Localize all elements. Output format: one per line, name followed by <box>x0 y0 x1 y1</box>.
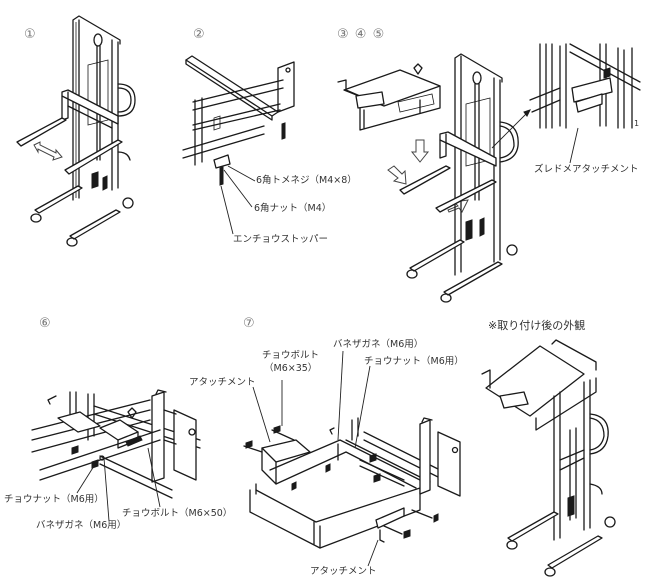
label-wing-bolt-m6x35-line2: （M6×35） <box>264 363 318 374</box>
after-install-note: ※取り付け後の外観 <box>488 319 586 332</box>
step-2-leader-lines <box>221 166 255 234</box>
slip-stop-leader-line <box>570 128 578 163</box>
label-wing-bolt-m6x35-line1: チョウボルト <box>262 350 320 361</box>
label-spring-washer-m6-step7: バネザガネ（M6用） <box>333 339 424 350</box>
step-7-leader-lines <box>253 351 378 566</box>
label-wing-nut-m6-step6: チョウナット（M6用） <box>4 494 104 505</box>
svg-text:1: 1 <box>634 119 639 128</box>
step-1-marker: ① <box>24 27 37 42</box>
stacker-lift-figure-1 <box>17 16 135 246</box>
stacker-with-attachment <box>482 340 615 576</box>
fork-frame-closeup <box>183 56 294 185</box>
label-spring-washer-m6-step6: バネザガネ（M6用） <box>36 520 127 531</box>
step-345-marker: ③ ④ ⑤ <box>337 27 386 42</box>
label-slip-stop-attachment: ズレドメアタッチメント <box>534 164 639 175</box>
attachment-mount-closeup <box>32 390 200 498</box>
slip-stop-attachment-closeup: 1 <box>530 44 640 128</box>
step-7-marker: ⑦ <box>243 316 256 331</box>
step-2-marker: ② <box>193 27 206 42</box>
step-6-leader-lines <box>77 448 160 521</box>
label-fall-stopper: エンチョウストッパー <box>233 234 329 245</box>
placement-arrows <box>388 140 468 212</box>
closeup-pointer-line <box>492 112 528 148</box>
label-attachment-top: アタッチメント <box>189 377 256 388</box>
step-6-marker: ⑥ <box>39 316 52 331</box>
attachment-tray <box>338 64 440 130</box>
label-wing-bolt-m6x50: チョウボルト（M6×50） <box>122 508 233 519</box>
label-hex-bolt-m4x8: 6角トメネジ（M4×8） <box>256 175 357 186</box>
label-wing-nut-m6-step7: チョウナット（M6用） <box>364 356 464 367</box>
label-attachment-bottom: アタッチメント <box>310 566 377 577</box>
stacker-lift-figure-345 <box>400 54 518 302</box>
attachment-frame-assembly <box>244 418 460 548</box>
label-hex-nut-m4: 6角ナット（M4） <box>254 203 332 214</box>
